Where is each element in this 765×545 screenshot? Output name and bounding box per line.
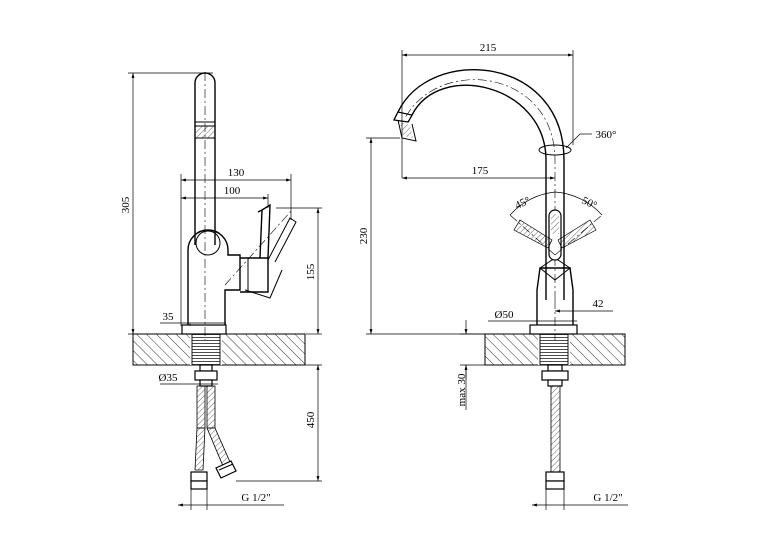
- countertop-side: [132, 333, 306, 366]
- dim-reach-body: 100: [224, 185, 241, 197]
- dim-lever-height: 155: [305, 263, 317, 280]
- dim-hose-length: 450: [305, 411, 317, 428]
- hoses-side: [190, 385, 237, 490]
- dim-angle-right: 50°: [580, 195, 599, 212]
- dim-base-width: 35: [163, 311, 175, 323]
- dim-spout-reach: 175: [472, 165, 489, 177]
- dimensions-side: 305 130 100 155 35 Ø35: [120, 72, 322, 510]
- thread-label-front: G 1/2": [593, 492, 622, 504]
- dim-hole-diameter: Ø35: [159, 372, 178, 384]
- dim-max-thickness: max 30: [456, 373, 468, 406]
- lever-front: [509, 191, 603, 261]
- body-side: [187, 229, 269, 325]
- side-view: 305 130 100 155 35 Ø35: [120, 72, 322, 510]
- hose-front: [545, 385, 565, 490]
- spout-front: [393, 69, 572, 340]
- dim-base-offset: 42: [593, 298, 604, 310]
- dim-reach-lever: 130: [228, 167, 245, 179]
- hose-connectors-side: [194, 364, 218, 387]
- base-plate-side: [181, 324, 227, 335]
- thread-label-side: G 1/2": [241, 492, 270, 504]
- lever-side: [224, 203, 297, 299]
- hose-connectors-front: [541, 364, 569, 387]
- dim-spout-height: 230: [358, 227, 370, 244]
- dim-base-diameter: Ø50: [495, 309, 514, 321]
- spout-tube-side: [194, 72, 216, 340]
- dim-angle-left: 45°: [513, 195, 532, 212]
- dim-rotation: 360°: [596, 129, 617, 141]
- dim-height-total: 305: [120, 196, 132, 213]
- base-plate-front: [529, 324, 578, 335]
- dim-width-total: 215: [480, 42, 497, 54]
- dimensions-front: 215 175 230 360° 45° 50° Ø50 42: [358, 42, 628, 510]
- body-front: [536, 257, 574, 325]
- front-view: 215 175 230 360° 45° 50° Ø50 42: [358, 42, 628, 510]
